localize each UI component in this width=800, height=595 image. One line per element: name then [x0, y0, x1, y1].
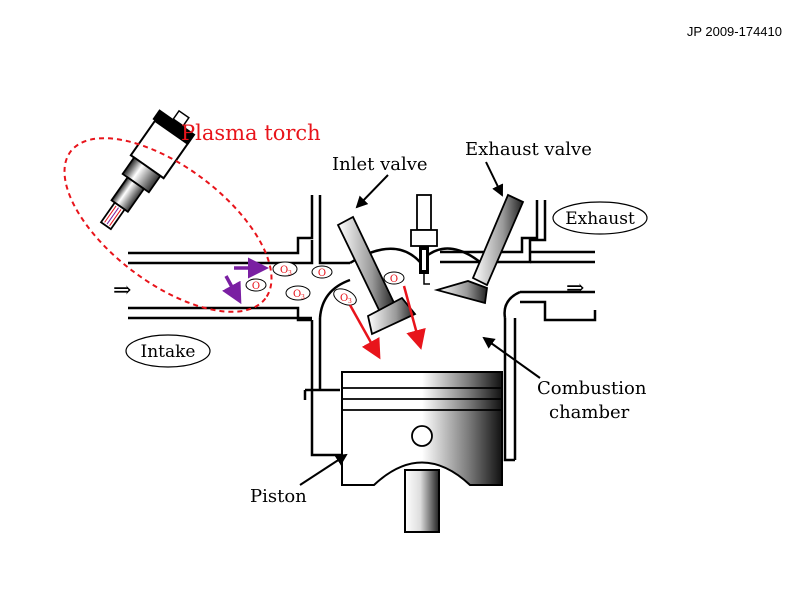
svg-text:O: O	[390, 274, 398, 285]
radical-arrow-down	[222, 275, 242, 305]
piston-label: Piston	[250, 486, 307, 507]
svg-text:3: 3	[348, 298, 352, 305]
svg-text:O: O	[293, 289, 301, 300]
exhaust-valve-pointer	[485, 161, 504, 197]
intake-flow-arrow: ⇒	[113, 278, 131, 303]
combustion-chamber-label-line1: Combustion	[537, 378, 647, 399]
svg-text:O: O	[340, 293, 348, 304]
exhaust-label: Exhaust	[565, 209, 635, 229]
svg-text:O: O	[252, 281, 260, 292]
flow-arrow-2	[402, 285, 426, 350]
svg-text:O: O	[318, 268, 326, 279]
inlet-valve-pointer	[355, 174, 389, 209]
svg-text:O: O	[280, 265, 288, 276]
exhaust-flow-arrow: ⇒	[566, 276, 584, 301]
species-o-1: O	[311, 265, 333, 279]
exhaust-valve-label: Exhaust valve	[465, 139, 592, 160]
svg-text:3: 3	[288, 270, 292, 277]
species-o3-3: O 3	[333, 288, 357, 306]
species-o-3: O	[383, 271, 405, 285]
patent-number: JP 2009-174410	[687, 24, 782, 39]
plasma-torch-outline	[63, 137, 273, 313]
inlet-valve	[336, 215, 417, 336]
intake-port-walls	[128, 195, 350, 400]
intake-label: Intake	[141, 342, 196, 362]
plasma-torch-device	[99, 109, 196, 231]
spark-plug	[410, 194, 438, 285]
intake-label-bubble: Intake	[125, 334, 211, 368]
inlet-valve-label: Inlet valve	[332, 154, 428, 175]
combustion-chamber-pointer	[482, 336, 541, 379]
exhaust-valve	[433, 193, 525, 305]
piston	[341, 371, 503, 486]
connecting-rod	[404, 469, 440, 533]
plasma-torch-label: Plasma torch	[181, 121, 321, 145]
exhaust-label-bubble: Exhaust	[552, 201, 648, 235]
combustion-chamber-label-line2: chamber	[549, 402, 630, 423]
species-o3-1: O 3	[272, 261, 298, 277]
flow-arrow-1	[348, 304, 381, 360]
piston-pointer	[299, 453, 348, 486]
species-o3-2: O 3	[285, 285, 311, 301]
species-o-2: O	[245, 278, 267, 292]
svg-text:3: 3	[301, 294, 305, 301]
